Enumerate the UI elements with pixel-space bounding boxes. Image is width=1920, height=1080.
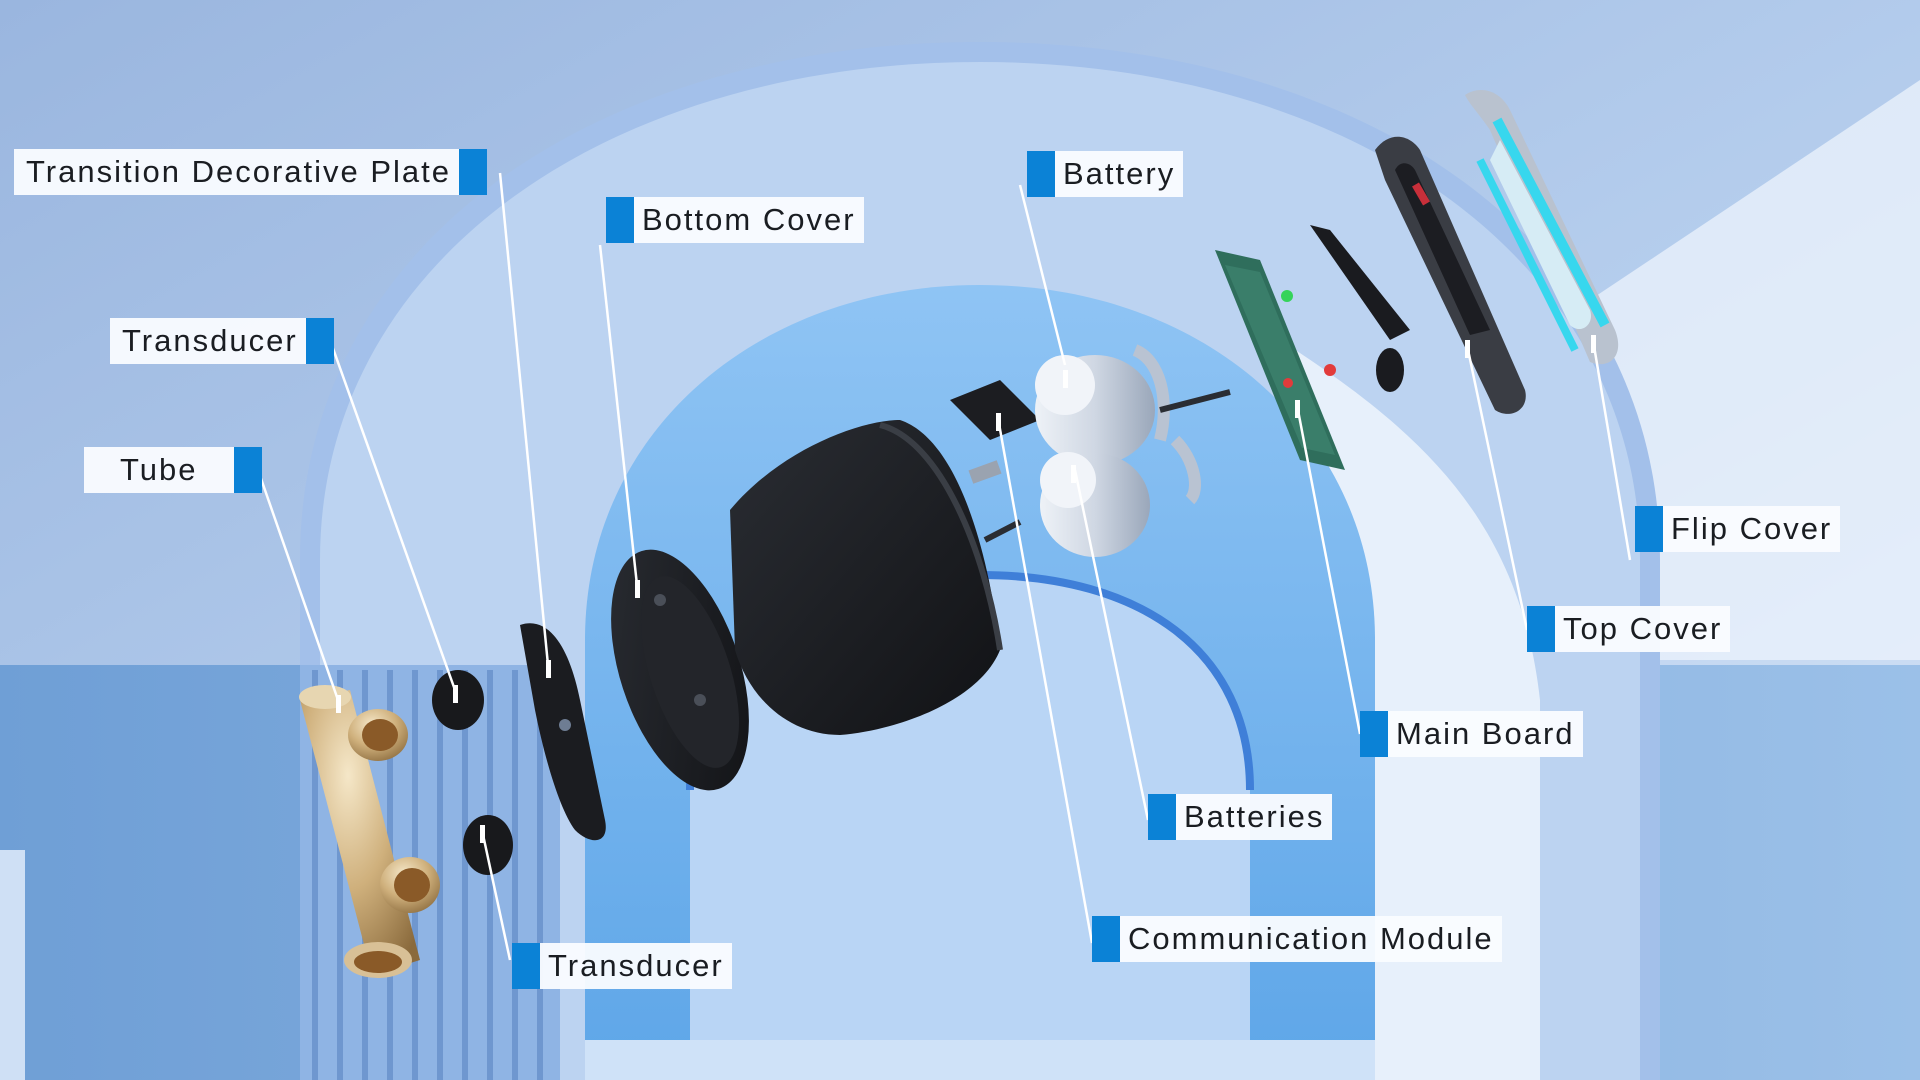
- label-accent-bar: [606, 197, 634, 243]
- label-accent-bar: [1360, 711, 1388, 757]
- label-accent-bar: [512, 943, 540, 989]
- label-accent-bar: [1092, 916, 1120, 962]
- top-cover-part: [1375, 136, 1526, 414]
- label-bottom-cover: Bottom Cover: [606, 197, 864, 243]
- label-text: Main Board: [1396, 716, 1575, 751]
- label-text: Transducer: [122, 323, 298, 358]
- label-text: Battery: [1063, 156, 1176, 191]
- label-top-cover: Top Cover: [1527, 606, 1731, 652]
- label-accent-bar: [1527, 606, 1555, 652]
- label-accent-bar: [1148, 794, 1176, 840]
- label-accent-bar: [1027, 151, 1055, 197]
- comm-module-part: [950, 380, 1040, 440]
- label-text: Transition Decorative Plate: [26, 154, 452, 189]
- label-text: Bottom Cover: [642, 202, 856, 237]
- leader-lines: [256, 172, 1632, 961]
- label-text: Transducer: [548, 948, 724, 983]
- main-board-part: [1215, 225, 1410, 470]
- label-transducer-lower: Transducer: [512, 943, 732, 989]
- label-communication-module: Communication Module: [1092, 916, 1502, 962]
- label-accent-bar: [459, 149, 488, 195]
- label-tube: Tube: [84, 447, 262, 493]
- label-batteries: Batteries: [1148, 794, 1333, 840]
- label-text: Tube: [120, 452, 198, 487]
- label-transducer-upper: Transducer: [110, 318, 334, 364]
- label-accent-bar: [233, 447, 262, 493]
- label-text: Batteries: [1184, 799, 1325, 834]
- label-flip-cover: Flip Cover: [1635, 506, 1841, 552]
- label-battery: Battery: [1027, 151, 1184, 197]
- label-text: Flip Cover: [1671, 511, 1833, 546]
- label-accent-bar: [1635, 506, 1663, 552]
- label-accent-bar: [305, 318, 334, 364]
- label-text: Top Cover: [1563, 611, 1723, 646]
- transition-plate-part: [520, 623, 606, 841]
- bottom-cover-part: [611, 549, 749, 791]
- part-markers: [336, 335, 1596, 843]
- label-text: Communication Module: [1128, 921, 1494, 956]
- label-transition-decorative-plate: Transition Decorative Plate: [14, 149, 488, 195]
- flip-cover-part: [1465, 90, 1619, 365]
- housing-part: [730, 420, 1003, 735]
- label-main-board: Main Board: [1360, 711, 1583, 757]
